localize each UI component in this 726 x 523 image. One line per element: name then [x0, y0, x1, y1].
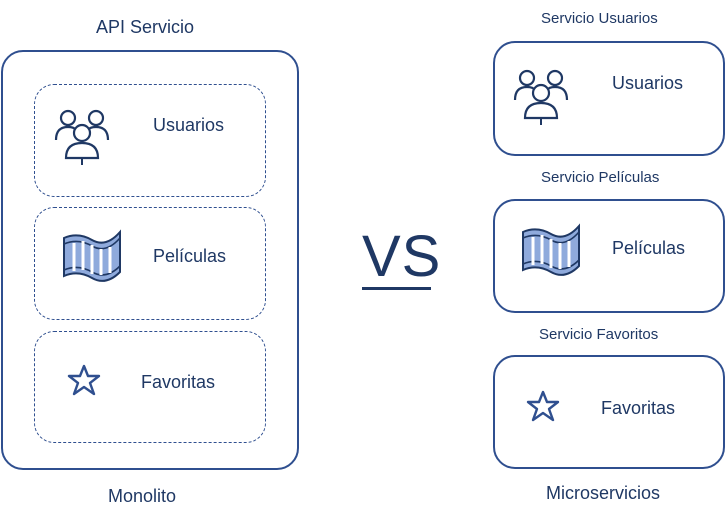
versus-label: VS	[362, 224, 442, 289]
film-strip-icon	[521, 222, 581, 281]
monolith-module-favoritas	[34, 331, 266, 443]
monolith-caption: Monolito	[108, 486, 177, 506]
star-icon	[526, 390, 560, 427]
service-label-peliculas: Películas	[612, 238, 686, 258]
service-label-usuarios: Usuarios	[612, 73, 684, 93]
service-label-favoritas: Favoritas	[601, 398, 676, 418]
microservice-box-favoritos	[493, 355, 725, 469]
service-title-peliculas: Servicio Películas	[541, 169, 660, 186]
users-icon	[54, 106, 110, 171]
microservice-box-usuarios	[493, 41, 725, 156]
monolith-module-usuarios	[34, 84, 266, 197]
service-title-usuarios: Servicio Usuarios	[541, 10, 658, 27]
module-label-usuarios: Usuarios	[153, 115, 225, 135]
star-icon	[67, 364, 101, 401]
module-label-peliculas: Películas	[153, 246, 227, 266]
film-strip-icon	[62, 228, 122, 287]
users-icon	[513, 66, 569, 131]
module-label-favoritas: Favoritas	[141, 372, 216, 392]
monolith-api-title: API Servicio	[96, 17, 195, 37]
service-title-favoritos: Servicio Favoritos	[539, 326, 659, 343]
microservices-caption: Microservicios	[546, 483, 661, 503]
versus-underline	[362, 287, 431, 290]
